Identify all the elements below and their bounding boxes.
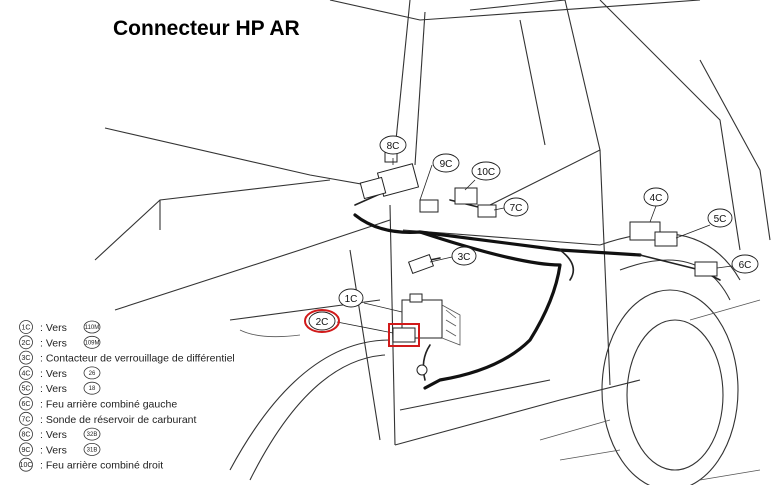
callout-9c-label: 9C bbox=[440, 159, 453, 170]
callout-1c: 1C bbox=[338, 288, 403, 313]
legend-ref-circle bbox=[83, 381, 101, 395]
callout-10c: 10C bbox=[464, 161, 501, 191]
legend-description: : Vers bbox=[40, 429, 67, 441]
legend-row: 8C : Vers 32B bbox=[19, 427, 101, 442]
legend-description: : Sonde de réservoir de carburant bbox=[40, 414, 197, 426]
legend-code: 1C bbox=[22, 325, 31, 332]
legend-code: 7C bbox=[22, 416, 31, 423]
connector-6c-body bbox=[694, 261, 718, 277]
legend-code-circle bbox=[19, 442, 33, 457]
callout-8c: 8C bbox=[379, 135, 407, 165]
legend-code: 8C bbox=[22, 432, 31, 439]
legend-row: 3C : Contacteur de verrouillage de différ… bbox=[19, 350, 235, 365]
legend-code: 9C bbox=[22, 447, 31, 454]
legend-description: : Feu arrière combiné droit bbox=[40, 460, 163, 472]
legend-ref-circle bbox=[83, 366, 101, 380]
diagram-title: Connecteur HP AR bbox=[113, 17, 300, 40]
legend-row: 9C : Vers 31B bbox=[19, 442, 101, 457]
legend-code-circle bbox=[19, 350, 33, 365]
legend-code: 6C bbox=[22, 401, 31, 408]
legend-code-circle bbox=[19, 411, 33, 426]
legend-ref-circle bbox=[83, 442, 101, 456]
legend-description: : Vers bbox=[40, 383, 67, 395]
legend-code-circle bbox=[19, 427, 33, 442]
legend-row: 2C : Vers 109M bbox=[19, 335, 101, 350]
callout-8c-label: 8C bbox=[387, 141, 400, 152]
callout-4c-label: 4C bbox=[650, 193, 663, 204]
legend-row: 4C : Vers 26 bbox=[19, 365, 101, 380]
callout-9c: 9C bbox=[419, 153, 460, 201]
legend-description: : Contacteur de verrouillage de différen… bbox=[40, 353, 235, 365]
connector-4c-body bbox=[629, 221, 678, 247]
callout-7c-label: 7C bbox=[510, 203, 523, 214]
legend-code-circle bbox=[19, 320, 33, 334]
callout-5c: 5C bbox=[675, 208, 733, 239]
connector-8c-body bbox=[359, 149, 420, 200]
legend-row: 1C : Vers 110M bbox=[19, 320, 101, 334]
legend-code-circle bbox=[19, 396, 33, 411]
connector-2c-body bbox=[392, 327, 416, 343]
legend-description: : Vers bbox=[40, 322, 67, 334]
legend-description: : Vers bbox=[40, 368, 67, 380]
legend-ref-circle bbox=[83, 335, 101, 349]
legend-row: 6C : Feu arrière combiné gauche bbox=[19, 396, 177, 411]
callout-7c: 7C bbox=[493, 197, 529, 217]
callout-6c-label: 6C bbox=[739, 260, 752, 271]
legend-code: 5C bbox=[22, 386, 31, 393]
callout-3c-label: 3C bbox=[458, 252, 471, 263]
clip bbox=[416, 364, 428, 376]
callout-5c-label: 5C bbox=[714, 214, 727, 225]
legend-row: 7C : Sonde de réservoir de carburant bbox=[19, 411, 197, 426]
callout-4c: 4C bbox=[643, 187, 669, 223]
legend-code-circle bbox=[19, 335, 33, 350]
highlight-2c-label bbox=[304, 309, 340, 333]
legend-code-circle bbox=[19, 365, 33, 380]
legend-row: 10C : Feu arrière combiné droit bbox=[19, 457, 163, 472]
legend-ref: 26 bbox=[89, 371, 96, 377]
legend-description: : Feu arrière combiné gauche bbox=[40, 399, 177, 411]
callout-6c: 6C bbox=[716, 254, 759, 274]
legend-ref-circle bbox=[83, 320, 101, 334]
callout-2c-label: 2C bbox=[316, 317, 329, 328]
legend: 1C : Vers 110M 2C : Vers 109M 3C : Contacteur d… bbox=[19, 320, 235, 472]
callout-10c-label: 10C bbox=[477, 167, 495, 178]
legend-code: 4C bbox=[22, 370, 31, 377]
highlight-2c-connector bbox=[388, 323, 420, 347]
legend-ref-circle bbox=[83, 427, 101, 441]
legend-ref: 110M bbox=[85, 325, 100, 331]
legend-code: 3C bbox=[22, 355, 31, 362]
legend-row: 5C : Vers 18 bbox=[19, 381, 101, 396]
callout-3c: 3C bbox=[429, 246, 477, 266]
legend-code-circle bbox=[19, 457, 33, 472]
legend-ref: 109M bbox=[84, 340, 99, 346]
callout-2c: 2C bbox=[304, 309, 420, 347]
legend-code: 10C bbox=[20, 462, 33, 469]
connector-3c-body bbox=[407, 253, 435, 275]
legend-ref: 18 bbox=[89, 386, 96, 392]
legend-description: : Vers bbox=[40, 444, 67, 456]
legend-ref: 32B bbox=[87, 432, 98, 438]
wiring-harness bbox=[353, 184, 721, 390]
legend-description: : Vers bbox=[40, 337, 67, 349]
legend-code: 2C bbox=[22, 340, 31, 347]
legend-code-circle bbox=[19, 381, 33, 396]
legend-ref: 31B bbox=[87, 447, 98, 453]
connector-7c-body bbox=[477, 204, 497, 218]
connector-9c-body bbox=[419, 199, 439, 213]
callout-1c-label: 1C bbox=[345, 294, 358, 305]
connector-10c-body bbox=[454, 187, 478, 205]
